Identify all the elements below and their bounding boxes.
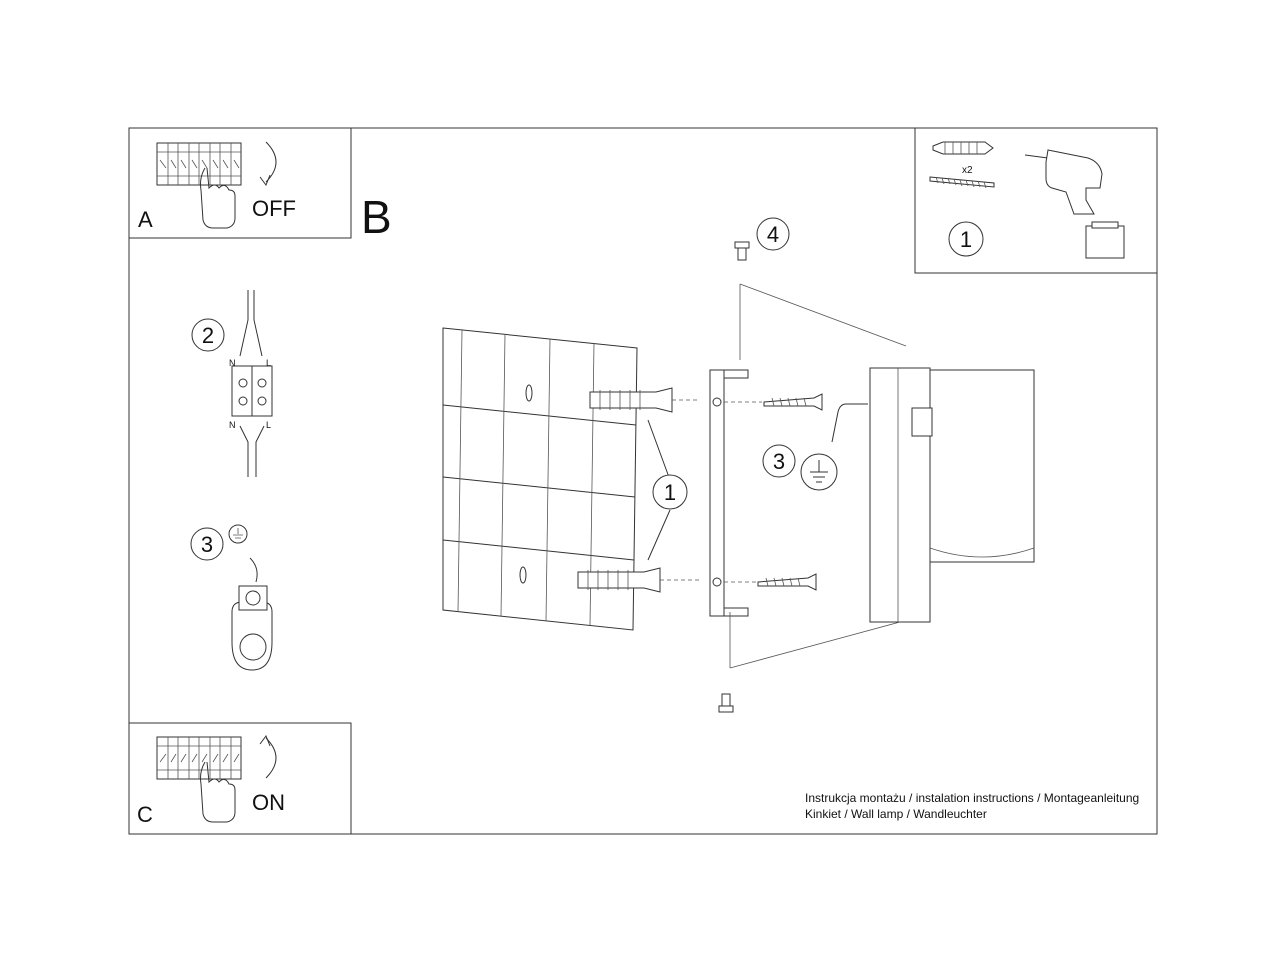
wire-connection-step: 2 N L N L bbox=[191, 290, 273, 477]
panel-c-letter: C bbox=[137, 802, 153, 827]
wall-plug-icon bbox=[932, 141, 994, 155]
step-3-badge bbox=[190, 527, 224, 561]
n-bottom-label: N bbox=[229, 420, 236, 430]
screws-step-badge bbox=[756, 217, 790, 251]
arrow-up-icon bbox=[265, 737, 277, 779]
caption-line-2: Kinkiet / Wall lamp / Wandleuchter bbox=[805, 807, 987, 821]
caption: Instrukcja montażu / instalation instruc… bbox=[805, 790, 1139, 822]
top-screw-icon bbox=[734, 241, 750, 261]
wall-tiles bbox=[442, 327, 638, 631]
earth-terminal-icon bbox=[231, 601, 273, 671]
breaker-panel-icon bbox=[156, 142, 242, 186]
screw-lower bbox=[724, 573, 817, 591]
qty-label: x2 bbox=[962, 165, 973, 176]
lamp-wires bbox=[239, 425, 265, 477]
assembly-guide-lines bbox=[729, 283, 907, 669]
tools-panel-frame bbox=[914, 127, 1158, 274]
earth-connection-step: 3 bbox=[190, 524, 273, 671]
earth-wire bbox=[831, 403, 868, 443]
screws-step-number: 4 bbox=[767, 222, 779, 247]
earth-step-number: 3 bbox=[773, 449, 785, 474]
drill-icon bbox=[1024, 149, 1125, 259]
wall-plug-lower bbox=[577, 567, 700, 593]
breaker-panel-icon-2 bbox=[156, 736, 242, 780]
screw-icon bbox=[929, 176, 995, 189]
off-label: OFF bbox=[252, 196, 296, 221]
panel-a: A OFF bbox=[128, 127, 352, 239]
earth-symbol-icon bbox=[228, 524, 248, 544]
step-2-number: 2 bbox=[202, 323, 214, 348]
tools-panel: x2 1 bbox=[914, 127, 1158, 274]
on-label: ON bbox=[252, 790, 285, 815]
caption-line-1: Instrukcja montażu / instalation instruc… bbox=[805, 791, 1140, 805]
supply-wires bbox=[239, 290, 263, 357]
panel-a-letter: A bbox=[138, 207, 153, 232]
tools-step-badge bbox=[948, 221, 984, 257]
plugs-step-badge bbox=[652, 474, 688, 510]
panel-b-letter: B bbox=[361, 191, 392, 243]
plugs-step-number: 1 bbox=[664, 480, 676, 505]
step-2-badge bbox=[191, 318, 225, 352]
n-top-label: N bbox=[229, 358, 236, 368]
earth-step-badge bbox=[762, 444, 796, 478]
l-top-label: L bbox=[266, 358, 271, 368]
wall bbox=[442, 327, 638, 631]
arrow-down-icon bbox=[265, 141, 277, 183]
step-3-number: 3 bbox=[201, 532, 213, 557]
wall-plug-upper bbox=[589, 387, 700, 413]
panel-c-frame bbox=[128, 722, 352, 835]
panel-c: C ON bbox=[128, 722, 352, 835]
mounting-bracket bbox=[709, 369, 749, 617]
plug-leader-lines bbox=[647, 419, 671, 561]
panel-a-frame bbox=[128, 127, 352, 239]
hand-icon-2 bbox=[200, 761, 236, 823]
lamp-body bbox=[869, 367, 1035, 623]
screw-upper bbox=[724, 393, 823, 411]
l-bottom-label: L bbox=[266, 420, 271, 430]
outer-frame bbox=[128, 127, 1158, 835]
hand-icon bbox=[200, 167, 236, 229]
bottom-screw-icon bbox=[718, 693, 734, 713]
tools-step-number: 1 bbox=[960, 227, 972, 252]
